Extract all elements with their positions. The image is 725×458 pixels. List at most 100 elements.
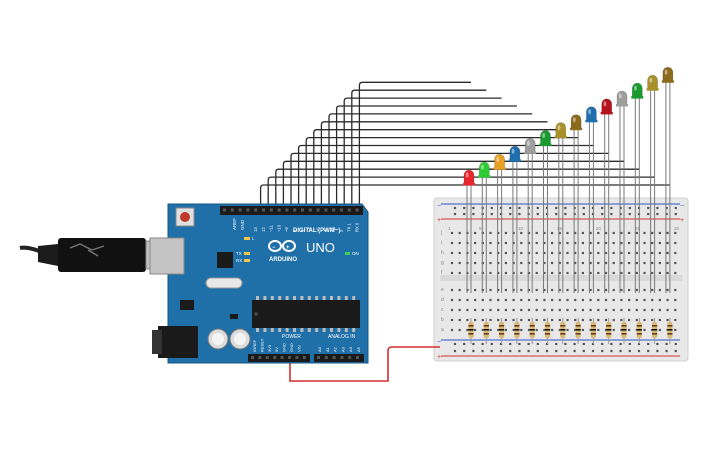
rail-hole[interactable] (472, 342, 475, 346)
breadboard-hole[interactable] (450, 261, 454, 265)
breadboard-hole[interactable] (628, 318, 631, 322)
breadboard-hole[interactable] (574, 318, 577, 322)
breadboard-hole[interactable] (674, 241, 677, 245)
breadboard-hole[interactable] (628, 251, 631, 255)
breadboard-hole[interactable] (589, 231, 592, 235)
rail-hole[interactable] (628, 206, 631, 210)
breadboard-hole[interactable] (597, 308, 600, 312)
rail-hole[interactable] (536, 342, 539, 346)
breadboard-hole[interactable] (604, 328, 608, 332)
breadboard-hole[interactable] (635, 241, 638, 245)
breadboard-hole[interactable] (527, 298, 531, 302)
breadboard-hole[interactable] (458, 251, 461, 255)
breadboard-hole[interactable] (589, 261, 592, 265)
breadboard-hole[interactable] (450, 318, 454, 322)
rail-hole[interactable] (490, 349, 493, 353)
breadboard-hole[interactable] (620, 231, 623, 235)
breadboard-hole[interactable] (666, 318, 669, 322)
breadboard-hole[interactable] (566, 318, 569, 322)
breadboard-hole[interactable] (458, 288, 461, 292)
breadboard-hole[interactable] (535, 261, 538, 265)
led[interactable] (555, 122, 567, 137)
rail-hole[interactable] (647, 212, 650, 216)
breadboard-hole[interactable] (620, 308, 623, 312)
breadboard-hole[interactable] (651, 298, 654, 302)
breadboard-hole[interactable] (520, 288, 523, 292)
rail-hole[interactable] (647, 342, 650, 346)
breadboard-hole[interactable] (489, 328, 492, 332)
breadboard-hole[interactable] (450, 251, 454, 255)
breadboard-hole[interactable] (535, 231, 538, 235)
header-hole[interactable] (324, 208, 328, 212)
header-hole[interactable] (280, 356, 284, 359)
breadboard-hole[interactable] (651, 308, 654, 312)
breadboard-hole[interactable] (520, 271, 523, 275)
breadboard-hole[interactable] (612, 328, 615, 332)
breadboard-hole[interactable] (535, 298, 538, 302)
rail-hole[interactable] (518, 206, 521, 210)
breadboard-hole[interactable] (658, 288, 661, 292)
header-hole[interactable] (293, 208, 297, 212)
rail-hole[interactable] (674, 212, 677, 216)
breadboard-hole[interactable] (489, 288, 492, 292)
breadboard-hole[interactable] (450, 271, 454, 275)
breadboard-hole[interactable] (535, 271, 538, 275)
breadboard-hole[interactable] (604, 231, 608, 235)
breadboard-hole[interactable] (504, 318, 507, 322)
breadboard-hole[interactable] (504, 298, 507, 302)
breadboard-hole[interactable] (674, 231, 677, 235)
header-hole[interactable] (317, 356, 320, 359)
signal-wire[interactable] (282, 160, 624, 207)
breadboard-hole[interactable] (643, 261, 646, 265)
breadboard-hole[interactable] (597, 298, 600, 302)
led[interactable] (662, 67, 674, 82)
breadboard-hole[interactable] (666, 251, 669, 255)
breadboard-hole[interactable] (466, 328, 469, 332)
breadboard-hole[interactable] (658, 328, 661, 332)
rail-hole[interactable] (647, 206, 650, 210)
breadboard-hole[interactable] (543, 308, 546, 312)
breadboard-hole[interactable] (597, 288, 600, 292)
breadboard-hole[interactable] (597, 231, 600, 235)
header-hole[interactable] (230, 208, 234, 212)
breadboard-hole[interactable] (520, 308, 523, 312)
breadboard-hole[interactable] (558, 298, 561, 302)
rail-hole[interactable] (453, 212, 457, 216)
breadboard-hole[interactable] (628, 241, 631, 245)
signal-wire[interactable] (313, 129, 563, 207)
breadboard-hole[interactable] (512, 328, 515, 332)
breadboard-hole[interactable] (512, 261, 515, 265)
breadboard-hole[interactable] (651, 271, 654, 275)
breadboard-hole[interactable] (635, 298, 638, 302)
breadboard-hole[interactable] (481, 288, 484, 292)
breadboard-hole[interactable] (551, 308, 554, 312)
breadboard-hole[interactable] (489, 308, 492, 312)
breadboard-hole[interactable] (574, 288, 577, 292)
breadboard-hole[interactable] (620, 261, 623, 265)
breadboard-hole[interactable] (620, 298, 623, 302)
header-hole[interactable] (285, 208, 289, 212)
breadboard-hole[interactable] (497, 288, 500, 292)
breadboard-hole[interactable] (589, 328, 592, 332)
breadboard-hole[interactable] (551, 241, 554, 245)
breadboard-hole[interactable] (497, 261, 500, 265)
breadboard-hole[interactable] (674, 298, 677, 302)
breadboard-hole[interactable] (674, 271, 677, 275)
breadboard-hole[interactable] (543, 318, 546, 322)
header-hole[interactable] (258, 356, 262, 359)
breadboard-hole[interactable] (543, 288, 546, 292)
breadboard-hole[interactable] (474, 288, 477, 292)
breadboard-hole[interactable] (574, 271, 577, 275)
breadboard-hole[interactable] (474, 261, 477, 265)
breadboard-hole[interactable] (551, 318, 554, 322)
breadboard-hole[interactable] (489, 271, 492, 275)
breadboard-hole[interactable] (558, 251, 561, 255)
breadboard-hole[interactable] (504, 308, 507, 312)
breadboard-hole[interactable] (504, 288, 507, 292)
breadboard-hole[interactable] (574, 231, 577, 235)
breadboard-hole[interactable] (658, 308, 661, 312)
header-hole[interactable] (347, 208, 351, 212)
rail-hole[interactable] (472, 206, 475, 210)
rail-hole[interactable] (610, 206, 613, 210)
